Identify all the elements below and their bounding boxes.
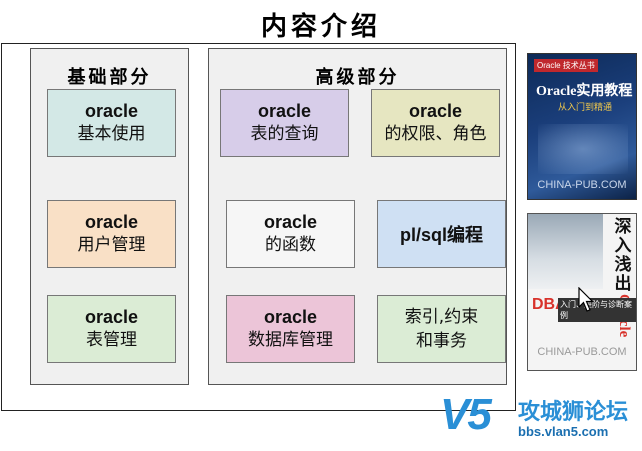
box-label-line1: oracle [257,101,312,121]
box-label-line1: oracle [84,101,139,121]
book-title: Oracle实用教程 [536,84,633,99]
basic-panel: 基础部分 oracle 基本使用 oracle 用户管理 oracle 表管理 [30,48,189,385]
box-label-line2: 基本使用 [77,124,146,144]
basic-heading: 基础部分 [67,67,152,88]
mouse-cursor-icon [578,287,594,312]
box-oracle-table-management: oracle 表管理 [47,295,176,363]
box-label-line1: oracle [84,307,139,327]
box-oracle-user-management: oracle 用户管理 [47,200,176,268]
box-index-constraints-transactions: 索引,约束 和事务 [377,295,506,363]
watermark-logo: V5 [440,390,492,439]
box-label-line1: pl/sql编程 [399,225,483,245]
box-label-line2: 数据库管理 [248,330,333,350]
box-label-line1: oracle [408,101,463,121]
page-title: 内容介绍 [260,12,381,42]
box-label-line2: 的权限、角色 [384,124,487,144]
book-title: 深入浅出 [614,217,632,294]
book-cover-oracle-dba: 深入浅出 Oracle DBA 入门、进阶与诊断案例 CHINA-PUB.COM [527,213,637,371]
box-label-line1: oracle [263,212,318,232]
book-subtitle: 入门、进阶与诊断案例 [558,298,636,322]
box-label-line2: 表管理 [86,330,137,350]
box-oracle-privileges-roles: oracle 的权限、角色 [371,89,500,157]
box-oracle-database-management: oracle 数据库管理 [226,295,355,363]
book-series-label: Oracle 技术丛书 [534,59,598,72]
book-cover-oracle-practical: Oracle 技术丛书 Oracle实用教程 从入门到精通 CHINA-PUB.… [527,53,637,200]
box-oracle-basic-usage: oracle 基本使用 [47,89,176,157]
box-label-line2: 的函数 [265,235,316,255]
box-label-line1: oracle [84,212,139,232]
box-oracle-functions: oracle 的函数 [226,200,355,268]
advanced-heading: 高级部分 [315,67,400,88]
watermark: V5 攻城狮论坛 bbs.vlan5.com [440,388,642,448]
watermark-url: bbs.vlan5.com [518,424,609,439]
book-publisher: CHINA-PUB.COM [537,346,627,358]
book-cover-art [528,214,603,289]
content-frame: 基础部分 oracle 基本使用 oracle 用户管理 oracle 表管理 … [1,43,516,411]
advanced-panel: 高级部分 oracle 表的查询 oracle 的权限、角色 oracle 的函… [208,48,507,385]
box-oracle-table-query: oracle 表的查询 [220,89,349,157]
book-subtitle: 从入门到精通 [558,103,613,113]
book-cover-art [538,124,628,174]
watermark-name: 攻城狮论坛 [518,400,629,425]
box-plsql-programming: pl/sql编程 [377,200,506,268]
book-publisher: CHINA-PUB.COM [537,179,627,191]
box-label-line2: 和事务 [416,331,467,351]
box-label-line2: 表的查询 [250,124,319,144]
box-label-line1: 索引,约束 [404,307,479,327]
box-label-line1: oracle [263,307,318,327]
box-label-line2: 用户管理 [77,235,146,255]
